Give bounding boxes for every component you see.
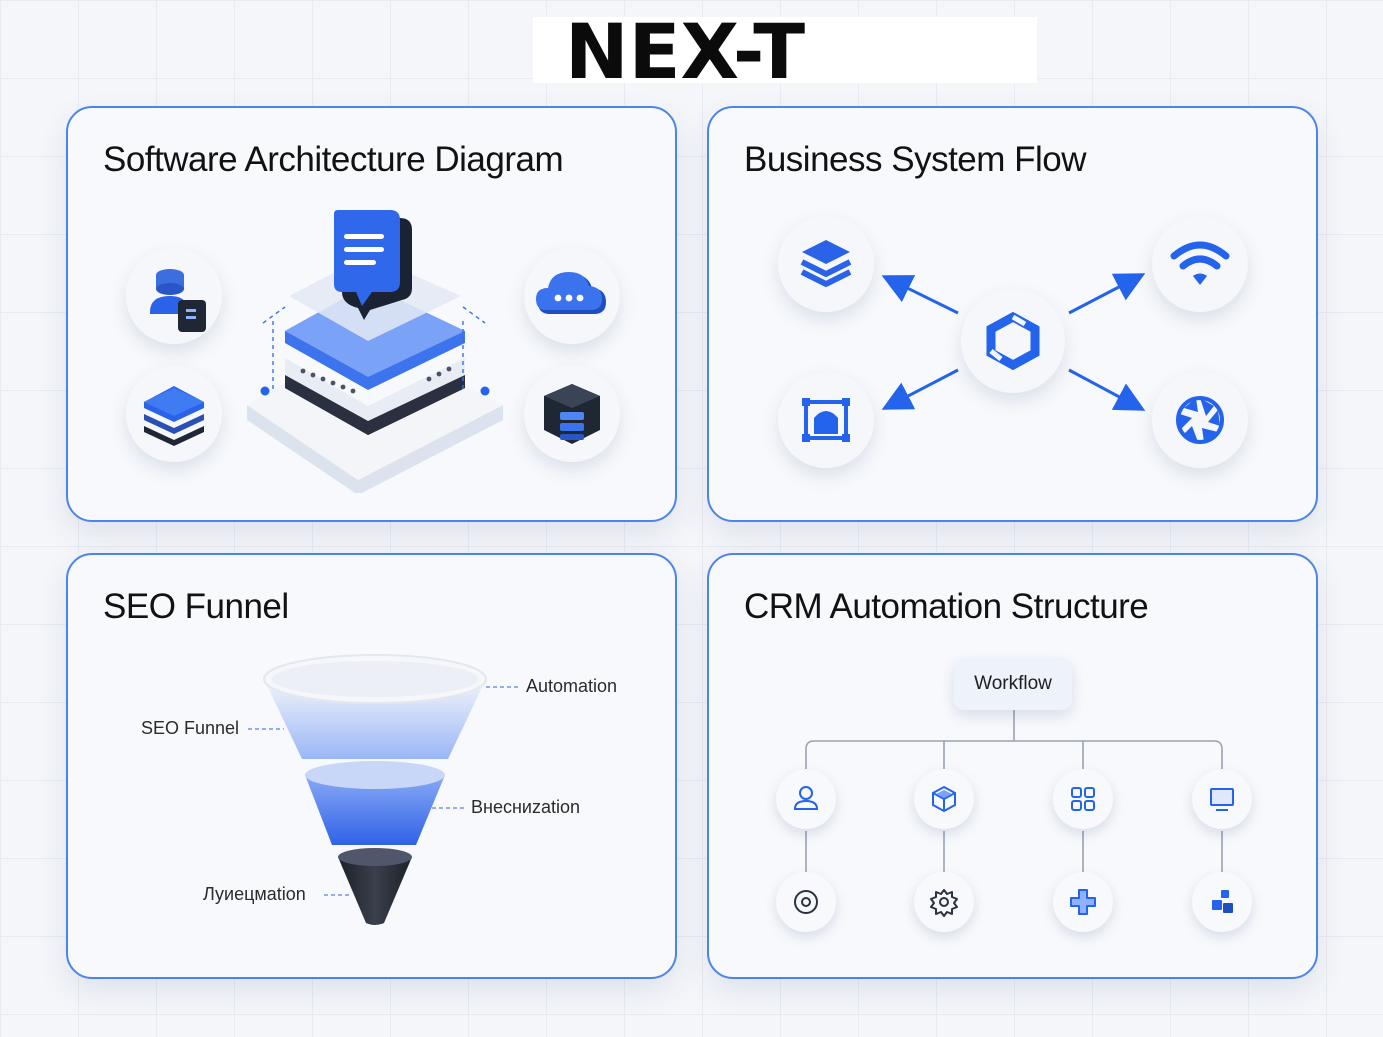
user-database-icon — [126, 248, 222, 344]
panel-title: Business System Flow — [744, 140, 1087, 179]
panel-business-system-flow: Business System Flow — [707, 106, 1318, 522]
funnel-label-automation: Automation — [526, 676, 618, 696]
puzzle-icon — [1053, 872, 1113, 932]
server-cube-icon — [524, 366, 620, 462]
wifi-icon — [1152, 216, 1248, 312]
box-icon — [914, 769, 974, 829]
funnel-graphic — [248, 654, 520, 925]
funnel-label-bottom: Луиецмation — [203, 884, 306, 904]
grid-icon — [1053, 769, 1113, 829]
gear-icon — [914, 872, 974, 932]
panel-crm-automation: CRM Automation Structure Workflow — [707, 553, 1318, 979]
target-icon — [776, 872, 836, 932]
layers-icon — [126, 366, 222, 462]
brand-background — [533, 17, 1037, 83]
panel-software-architecture: Software Architecture Diagram — [66, 106, 677, 522]
panel-title: SEO Funnel — [103, 587, 289, 626]
frame-icon — [778, 372, 874, 468]
cloud-chat-icon — [524, 248, 620, 344]
panel-seo-funnel: SEO Funnel — [66, 553, 677, 979]
flow-arrows — [881, 273, 1146, 411]
aperture-icon — [1152, 372, 1248, 468]
crm-tree-lines — [805, 710, 1223, 872]
hub-sync-icon — [961, 289, 1065, 393]
brand-title: NEX-T — [565, 7, 806, 96]
funnel-label-middle: Внесниzation — [471, 797, 580, 817]
layers-icon — [778, 216, 874, 312]
panel-title: CRM Automation Structure — [744, 587, 1149, 626]
workflow-node: Workflow — [954, 658, 1072, 710]
isometric-server-icon — [247, 255, 503, 493]
panel-title: Software Architecture Diagram — [103, 140, 564, 179]
funnel-label-seo-funnel: SEO Funnel — [141, 718, 240, 738]
monitor-icon — [1192, 769, 1252, 829]
blocks-icon — [1192, 872, 1252, 932]
user-icon — [776, 769, 836, 829]
chat-bubble-icon — [334, 210, 412, 320]
